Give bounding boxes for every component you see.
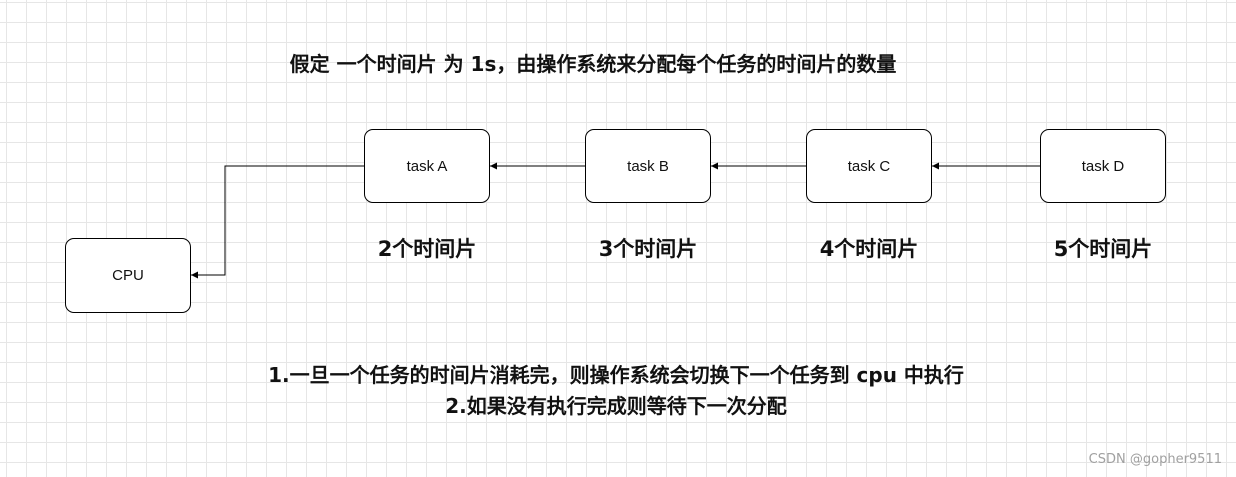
node-task-c: task C	[806, 129, 932, 203]
note-line-1: 1.一旦一个任务的时间片消耗完，则操作系统会切换下一个任务到 cpu 中执行	[268, 363, 964, 387]
node-cpu: CPU	[65, 238, 191, 313]
label-count-task-c: 4个时间片	[819, 237, 919, 261]
node-task-b: task B	[585, 129, 711, 203]
node-task-d: task D	[1040, 129, 1166, 203]
diagram-title: 假定 一个时间片 为 1s，由操作系统来分配每个任务的时间片的数量	[289, 52, 897, 76]
label-count-task-b: 3个时间片	[598, 237, 698, 261]
note-line-2: 2.如果没有执行完成则等待下一次分配	[445, 394, 787, 418]
edge-a-to-cpu	[191, 165, 364, 279]
notes-block: 1.一旦一个任务的时间片消耗完，则操作系统会切换下一个任务到 cpu 中执行 2…	[0, 360, 1232, 422]
label-count-task-d: 5个时间片	[1053, 237, 1153, 261]
label-count-task-a: 2个时间片	[377, 237, 477, 261]
watermark: CSDN @gopher9511	[1088, 452, 1222, 467]
node-task-a: task A	[364, 129, 490, 203]
